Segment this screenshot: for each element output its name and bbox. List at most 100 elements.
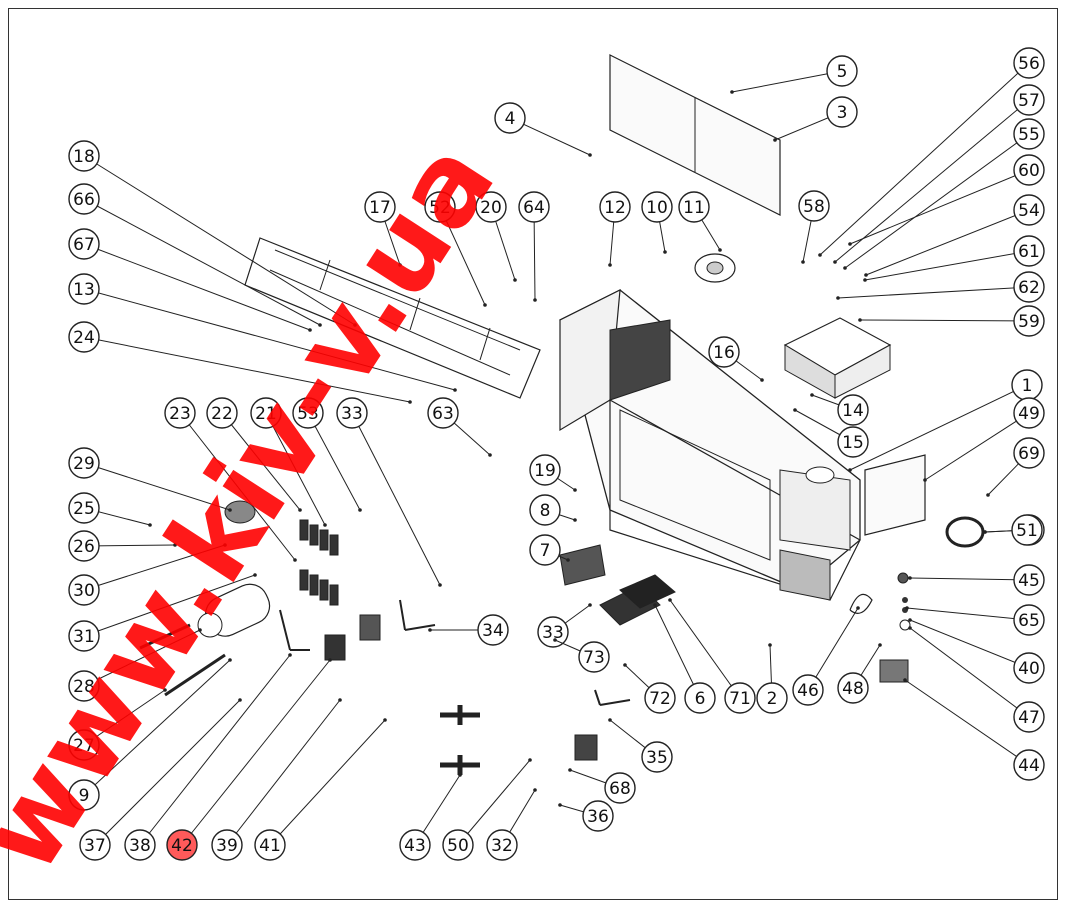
callout-circle: [724, 682, 756, 714]
callout-60: 60: [848, 154, 1045, 246]
callout-7: 7: [529, 534, 570, 566]
callout-9: 9: [68, 658, 232, 811]
callout-number: 10: [646, 198, 668, 218]
callout-circle: [206, 397, 238, 429]
callout-number: 12: [604, 198, 626, 218]
callout-circle: [537, 616, 569, 648]
callout-53: 53: [292, 397, 362, 512]
callout-number: 24: [73, 328, 95, 348]
callout-circle: [708, 336, 740, 368]
callout-circle: [1013, 564, 1045, 596]
callout-25: 25: [68, 492, 152, 527]
callout-number: 67: [73, 235, 95, 255]
callout-50: 50: [442, 758, 532, 861]
callout-34: 34: [428, 614, 509, 646]
callout-48: 48: [837, 643, 882, 704]
callout-number: 21: [255, 404, 277, 424]
callout-circle: [68, 183, 100, 215]
callout-circle: [826, 55, 858, 87]
callout-number: 48: [842, 679, 864, 699]
callout-32: 32: [486, 788, 537, 861]
callout-16: 16: [708, 336, 764, 382]
callout-circle: [68, 447, 100, 479]
callout-31: 31: [68, 573, 257, 652]
callout-46: 46: [792, 606, 860, 706]
callout-circle: [1013, 194, 1045, 226]
callout-circle: [424, 191, 456, 223]
callout-circle: [641, 191, 673, 223]
callout-number: 49: [1018, 404, 1040, 424]
callout-49: 49: [923, 397, 1045, 482]
callout-15: 15: [793, 408, 869, 458]
callout-circle: [68, 779, 100, 811]
callout-circle: [518, 191, 550, 223]
callout-52: 52: [424, 191, 487, 307]
callout-number: 29: [73, 454, 95, 474]
callout-66: 66: [68, 183, 322, 327]
callout-41: 41: [254, 718, 387, 861]
callout-number: 50: [447, 836, 469, 856]
callout-61: 61: [863, 235, 1045, 282]
callout-30: 30: [68, 543, 227, 606]
callout-number: 28: [73, 677, 95, 697]
cabinet-body: [559, 288, 861, 601]
callout-circle: [1013, 154, 1045, 186]
pump: [879, 659, 909, 683]
callout-circle: [1013, 271, 1045, 303]
callout-circle: [578, 641, 610, 673]
callout-number: 19: [534, 461, 556, 481]
callout-12: 12: [599, 191, 631, 267]
callout-number: 17: [369, 198, 391, 218]
callout-number: 57: [1018, 91, 1040, 111]
callout-circle: [644, 682, 676, 714]
callout-number: 42: [171, 836, 193, 856]
motor: [224, 500, 256, 524]
callout-circle: [124, 829, 156, 861]
callout-circle: [68, 670, 100, 702]
callout-circle: [68, 620, 100, 652]
drawing-frame: [8, 8, 1058, 900]
callout-circle: [1013, 235, 1045, 267]
callout-55: 55: [843, 118, 1045, 270]
callout-number: 47: [1018, 708, 1040, 728]
callout-circle: [477, 614, 509, 646]
callout-number: 38: [129, 836, 151, 856]
callout-number: 9: [79, 786, 90, 806]
callout-circle: [292, 397, 324, 429]
callout-circle: [68, 228, 100, 260]
callout-73: 73: [553, 638, 610, 673]
callout-23: 23: [164, 397, 297, 562]
callout-24: 24: [68, 321, 412, 404]
callout-number: 6: [695, 689, 706, 709]
callout-circle: [1013, 118, 1045, 150]
callout-number: 45: [1018, 571, 1040, 591]
callout-number: 14: [842, 401, 864, 421]
callout-26: 26: [68, 530, 177, 562]
callout-number: 73: [583, 648, 605, 668]
callout-circle: [604, 772, 636, 804]
callout-circle: [79, 829, 111, 861]
callout-number: 54: [1018, 201, 1040, 221]
callout-number: 46: [797, 681, 819, 701]
callout-21: 21: [250, 397, 327, 527]
callout-number: 33: [542, 623, 564, 643]
callout-number: 58: [803, 197, 825, 217]
callout-circle: [494, 102, 526, 134]
callout-59: 59: [858, 305, 1045, 337]
callout-circle: [582, 800, 614, 832]
callout-number: 59: [1018, 312, 1040, 332]
callout-circle: [336, 397, 368, 429]
callout-circle: [442, 829, 474, 861]
grille: [559, 544, 606, 586]
callout-2: 2: [756, 643, 788, 714]
callout-number: 66: [73, 190, 95, 210]
callout-number: 56: [1018, 54, 1040, 74]
callout-circle: [68, 140, 100, 172]
callout-43: 43: [399, 773, 462, 861]
callout-number: 25: [73, 499, 95, 519]
callout-45: 45: [908, 564, 1045, 596]
callout-39: 39: [211, 698, 342, 861]
callout-number: 31: [73, 627, 95, 647]
callout-circle: [529, 534, 561, 566]
